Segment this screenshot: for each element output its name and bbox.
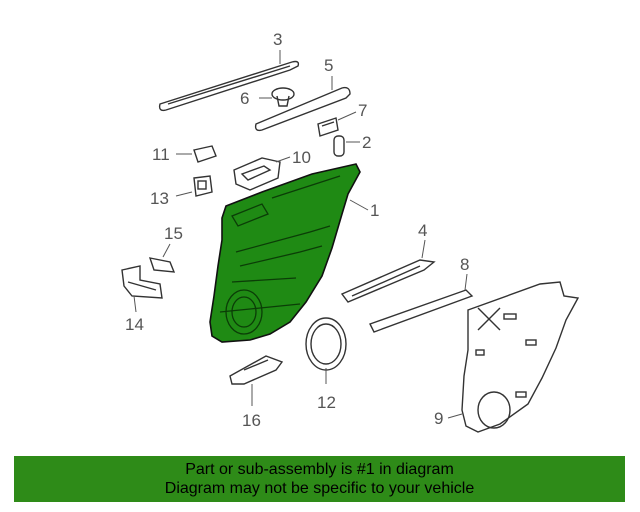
callout-16[interactable]: 16 — [242, 411, 261, 430]
callout-6[interactable]: 6 — [240, 89, 249, 108]
callout-10[interactable]: 10 — [292, 148, 311, 167]
part-13-switch[interactable] — [193, 175, 213, 197]
callout-12[interactable]: 12 — [317, 393, 336, 412]
callout-2[interactable]: 2 — [362, 133, 371, 152]
part-2-plug[interactable] — [333, 135, 345, 157]
info-banner: Part or sub-assembly is #1 in diagram Di… — [14, 456, 625, 502]
part-6-clip[interactable] — [271, 87, 295, 107]
callout-4[interactable]: 4 — [418, 221, 427, 240]
callout-9[interactable]: 9 — [434, 409, 443, 428]
part-7-bracket[interactable] — [317, 117, 339, 137]
part-12-speaker-ring[interactable] — [305, 317, 347, 371]
part-5-belt-molding[interactable] — [254, 86, 351, 132]
callout-7[interactable]: 7 — [358, 101, 367, 120]
part-3-trim-strip[interactable] — [158, 60, 300, 112]
part-4-armrest-trim[interactable] — [340, 259, 436, 303]
part-14-handle-bracket[interactable] — [121, 265, 163, 299]
part-8-seal-strip[interactable] — [369, 289, 474, 333]
callout-14[interactable]: 14 — [125, 315, 144, 334]
part-15-socket[interactable] — [148, 257, 176, 273]
part-10-handle-housing[interactable] — [233, 157, 281, 191]
callout-1[interactable]: 1 — [370, 201, 379, 220]
banner-line-1: Part or sub-assembly is #1 in diagram — [185, 461, 454, 478]
part-16-pocket[interactable] — [229, 355, 284, 385]
banner-line-2: Diagram may not be specific to your vehi… — [164, 480, 475, 497]
part-9-water-shield[interactable] — [461, 281, 580, 433]
parts-diagram: 3 5 6 7 2 11 10 13 — [121, 30, 580, 433]
callout-15[interactable]: 15 — [164, 224, 183, 243]
callout-3[interactable]: 3 — [273, 30, 282, 49]
callout-8[interactable]: 8 — [460, 255, 469, 274]
callout-13[interactable]: 13 — [150, 189, 169, 208]
part-11-cover[interactable] — [193, 145, 217, 163]
callout-11[interactable]: 11 — [152, 145, 170, 164]
part-1-door-trim-panel[interactable] — [209, 163, 361, 343]
callout-5[interactable]: 5 — [324, 56, 333, 75]
